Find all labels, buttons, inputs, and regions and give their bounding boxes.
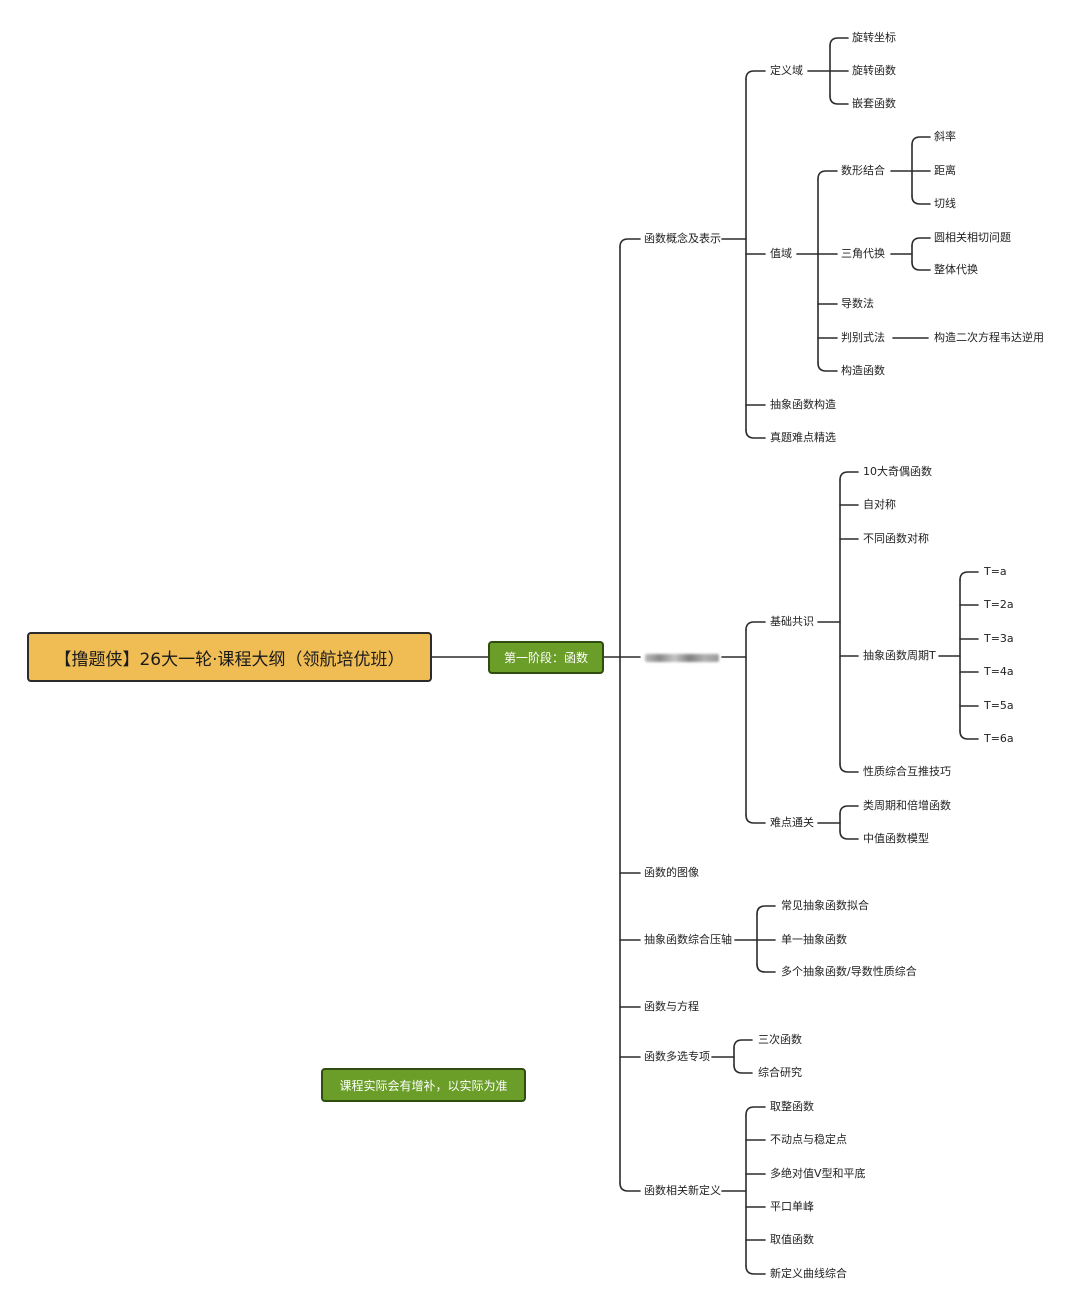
leaf-shape-2: 切线 <box>934 197 956 211</box>
node-domain: 定义域 <box>770 64 803 78</box>
node-hard: 难点通关 <box>770 816 814 830</box>
node-period: 抽象函数周期T <box>863 649 936 663</box>
leaf-hard-1: 中值函数模型 <box>863 832 929 846</box>
node-trig: 三角代换 <box>841 247 885 261</box>
node-deriv: 导数法 <box>841 297 874 311</box>
note-box: 课程实际会有增补，以实际为准 <box>321 1068 526 1102</box>
leaf-basic-3: 不同函数对称 <box>863 532 929 546</box>
node-concept: 函数概念及表示 <box>644 232 721 246</box>
leaf-newdef-2: 多绝对值V型和平底 <box>770 1167 866 1181</box>
leaf-disc-0: 构造二次方程韦达逆用 <box>934 331 1044 345</box>
leaf-period-4: T=5a <box>984 699 1014 713</box>
node-abstract-build: 抽象函数构造 <box>770 398 836 412</box>
node-image: 函数的图像 <box>644 866 699 880</box>
leaf-shape-0: 斜率 <box>934 130 956 144</box>
leaf-newdef-1: 不动点与稳定点 <box>770 1133 847 1147</box>
leaf-multi-0: 三次函数 <box>758 1033 802 1047</box>
leaf-newdef-0: 取整函数 <box>770 1100 814 1114</box>
leaf-period-5: T=6a <box>984 732 1014 746</box>
leaf-basic-2: 自对称 <box>863 498 896 512</box>
stage-topic: 第一阶段：函数 <box>488 641 604 674</box>
leaf-abstract-1: 单一抽象函数 <box>781 933 847 947</box>
node-equation: 函数与方程 <box>644 1000 699 1014</box>
node-build: 构造函数 <box>841 364 885 378</box>
node-multi: 函数多选专项 <box>644 1050 710 1064</box>
node-newdef: 函数相关新定义 <box>644 1184 721 1198</box>
root-topic: 【撸题侠】26大一轮·课程大纲（领航培优班） <box>27 632 432 682</box>
leaf-trig-0: 圆相关相切问题 <box>934 231 1011 245</box>
node-range: 值域 <box>770 247 792 261</box>
leaf-period-2: T=3a <box>984 632 1014 646</box>
leaf-trig-1: 整体代换 <box>934 263 978 277</box>
leaf-period-1: T=2a <box>984 598 1014 612</box>
leaf-basic-1: 10大奇偶函数 <box>863 465 932 479</box>
leaf-shape-1: 距离 <box>934 164 956 178</box>
leaf-domain-1: 旋转函数 <box>852 64 896 78</box>
leaf-hard-0: 类周期和倍增函数 <box>863 799 951 813</box>
leaf-multi-1: 综合研究 <box>758 1066 802 1080</box>
leaf-period-3: T=4a <box>984 665 1014 679</box>
leaf-basic-5: 性质综合互推技巧 <box>863 765 951 779</box>
leaf-abstract-2: 多个抽象函数/导数性质综合 <box>781 965 917 979</box>
node-disc: 判别式法 <box>841 331 885 345</box>
leaf-newdef-4: 取值函数 <box>770 1233 814 1247</box>
node-real: 真题难点精选 <box>770 431 836 445</box>
leaf-domain-2: 嵌套函数 <box>852 97 896 111</box>
blurred-label <box>645 654 719 662</box>
leaf-newdef-5: 新定义曲线综合 <box>770 1267 847 1281</box>
node-abstract-axis: 抽象函数综合压轴 <box>644 933 732 947</box>
leaf-abstract-0: 常见抽象函数拟合 <box>781 899 869 913</box>
node-shape: 数形结合 <box>841 164 885 178</box>
leaf-period-0: T=a <box>984 565 1007 579</box>
leaf-newdef-3: 平口单峰 <box>770 1200 814 1214</box>
leaf-domain-0: 旋转坐标 <box>852 31 896 45</box>
node-basic: 基础共识 <box>770 615 814 629</box>
